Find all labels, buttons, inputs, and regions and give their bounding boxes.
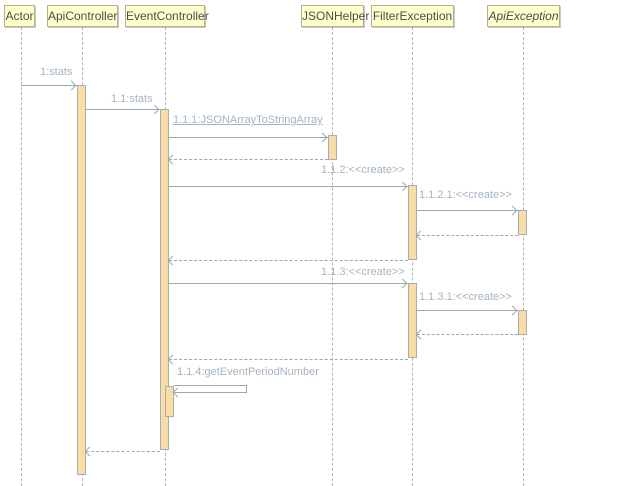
lifeline-head-actor[interactable]: Actor — [4, 5, 35, 27]
arrowhead-right-icon — [397, 278, 408, 289]
lifeline-head-eventcontroller[interactable]: EventController — [125, 5, 209, 27]
message-line-1-1-2-1-create[interactable] — [417, 210, 518, 211]
message-label-geteventperiodnumber[interactable]: 1.1.4:getEventPeriodNumber — [177, 366, 319, 378]
arrowhead-left-icon — [167, 154, 178, 165]
self-call-loop-geteventperiodnumber[interactable] — [174, 385, 247, 393]
message-label-jsonarraytostringarray[interactable]: 1.1.1:JSONArrayToStringArray — [173, 114, 323, 126]
message-label-1-1-2-create[interactable]: 1.1.2:<<create>> — [321, 164, 405, 176]
arrowhead-right-icon — [507, 205, 518, 216]
arrowhead-right-icon — [317, 132, 328, 143]
arrowhead-left-icon — [167, 354, 178, 365]
arrowhead-right-icon — [66, 80, 77, 91]
activation-filterexception-1[interactable] — [408, 185, 417, 260]
message-label-stats[interactable]: 1:stats — [40, 66, 73, 78]
arrowhead-left-icon — [415, 230, 426, 241]
lifeline-head-apiexception[interactable]: ApiException — [487, 5, 560, 27]
message-label-1-1-stats[interactable]: 1.1:stats — [111, 93, 153, 105]
activation-filterexception-2[interactable] — [408, 283, 417, 358]
return-line-jsonhelper[interactable] — [169, 159, 328, 160]
return-line-filterexception-2[interactable] — [169, 359, 408, 360]
activation-apiexception-2[interactable] — [518, 310, 527, 335]
lifeline-actor — [21, 27, 22, 486]
lifeline-head-apicontroller[interactable]: ApiController — [47, 5, 118, 27]
message-line-stats[interactable] — [21, 85, 77, 86]
arrowhead-left-icon — [84, 446, 95, 457]
message-label-1-1-3-create[interactable]: 1.1.3:<<create>> — [321, 266, 405, 278]
activation-eventcontroller-self[interactable] — [165, 386, 174, 417]
arrowhead-left-icon — [415, 329, 426, 340]
return-line-apiexception-1[interactable] — [417, 235, 518, 236]
lifeline-head-filterexception[interactable]: FilterException — [371, 5, 454, 27]
arrowhead-right-icon — [149, 104, 160, 115]
arrowhead-right-icon — [507, 305, 518, 316]
return-line-eventcontroller[interactable] — [86, 451, 160, 452]
message-line-1-1-3-1-create[interactable] — [417, 310, 518, 311]
return-line-apiexception-2[interactable] — [417, 334, 518, 335]
message-line-1-1-3-create[interactable] — [169, 283, 408, 284]
activation-eventcontroller[interactable] — [160, 109, 169, 450]
message-line-jsonarraytostringarray[interactable] — [169, 137, 328, 138]
activation-apiexception-1[interactable] — [518, 210, 527, 235]
message-label-1-1-3-1-create[interactable]: 1.1.3.1:<<create>> — [419, 291, 512, 303]
message-label-1-1-2-1-create[interactable]: 1.1.2.1:<<create>> — [419, 189, 512, 201]
lifeline-jsonhelper — [332, 27, 333, 486]
activation-apicontroller[interactable] — [77, 85, 86, 475]
return-line-filterexception-1[interactable] — [169, 260, 408, 261]
activation-jsonhelper[interactable] — [328, 135, 337, 160]
lifeline-apiexception — [523, 27, 524, 486]
arrowhead-left-icon — [167, 255, 178, 266]
message-line-1-1-2-create[interactable] — [169, 186, 408, 187]
arrowhead-right-icon — [397, 181, 408, 192]
lifeline-head-jsonhelper[interactable]: JSONHelper — [301, 5, 369, 27]
message-line-1-1-stats[interactable] — [86, 109, 160, 110]
